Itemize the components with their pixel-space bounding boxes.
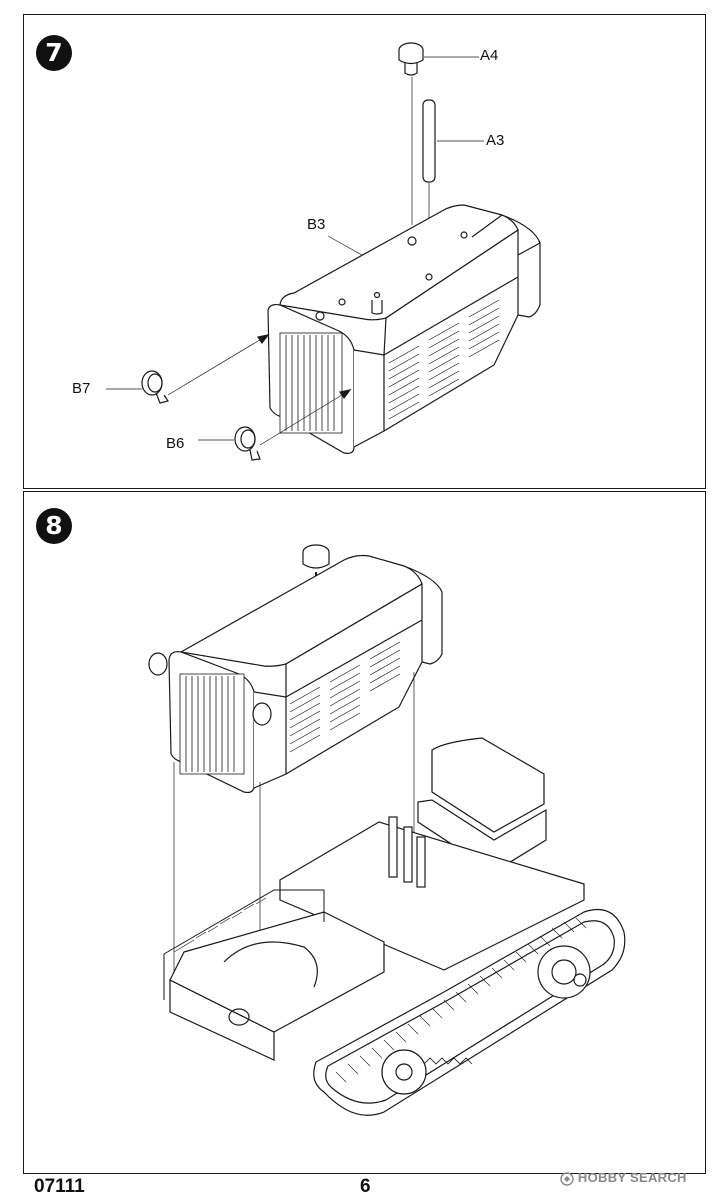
watermark-text: HOBBY SEARCH (577, 1170, 687, 1185)
assembled-engine-hood (148, 544, 443, 794)
part-a4-cap (398, 42, 424, 225)
page-number: 6 (360, 1176, 371, 1197)
hobby-search-logo-icon (560, 1171, 574, 1186)
callout-a4: A4 (480, 47, 499, 64)
step-7-number: 7 (36, 35, 72, 71)
step-8-number: 8 (36, 508, 72, 544)
callout-b7: B7 (72, 380, 91, 397)
step-7-engine-drawing (106, 42, 541, 461)
watermark: HOBBY SEARCH (560, 1170, 710, 1190)
tractor-chassis (163, 737, 626, 1116)
step-8-panel: 8 (23, 491, 706, 1174)
step-8-assembly-drawing (148, 544, 626, 1116)
engine-hood-b3 (267, 204, 541, 454)
kit-number: 07111 (34, 1176, 85, 1197)
callout-b6: B6 (166, 435, 185, 452)
step-7-panel: 7 (23, 14, 706, 489)
callout-a3: A3 (486, 132, 505, 149)
part-b6-headlight (234, 389, 352, 461)
callout-b3: B3 (307, 216, 326, 233)
part-b7-headlight (141, 334, 270, 404)
